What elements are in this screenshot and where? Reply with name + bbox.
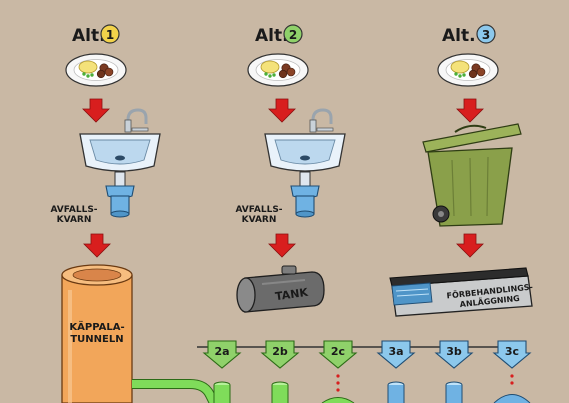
output-2c: 2c xyxy=(318,340,358,369)
grinder-label-2-line1: AVFALLS- xyxy=(235,205,282,215)
tunnel-label-line1: KÄPPALA- xyxy=(69,319,124,333)
sink-icon-1 xyxy=(78,108,162,188)
arrow-down-icon-3a xyxy=(456,98,484,123)
output-3a-label: 3a xyxy=(388,345,403,358)
output-3a: 3a xyxy=(376,340,416,369)
grinder-label-1-line1: AVFALLS- xyxy=(50,205,97,215)
grinder-label-2-line2: KVARN xyxy=(242,215,277,225)
arrow-down-icon-1b xyxy=(83,233,111,258)
pretreatment-plant-icon xyxy=(389,267,533,317)
output-2b-pipe xyxy=(271,381,289,403)
sink-icon-2 xyxy=(263,108,347,188)
tank-icon xyxy=(236,265,325,313)
tank-label: TANK xyxy=(274,286,309,304)
alt-2-header: Alt. 2 xyxy=(255,24,303,46)
arrow-down-icon-1a xyxy=(82,98,110,123)
arrow-down-icon-2a xyxy=(268,98,296,123)
output-3b-pipe xyxy=(445,381,463,403)
output-2c-dotted-link xyxy=(321,374,355,403)
arrow-down-icon-3b xyxy=(456,233,484,258)
output-3b: 3b xyxy=(434,340,474,369)
plate-icon-3 xyxy=(437,53,499,87)
output-2a-label: 2a xyxy=(214,345,229,358)
grinder-label-1: AVFALLS- KVARN xyxy=(50,205,97,225)
kappala-tunnel-icon xyxy=(61,264,133,403)
alt-3-number: 3 xyxy=(482,28,490,42)
alt-3-badge xyxy=(476,24,496,44)
alt-1-header: Alt. 1 xyxy=(72,24,120,46)
output-3c-dotted-link xyxy=(493,374,531,403)
output-3c: 3c xyxy=(492,340,532,369)
plate-icon-1 xyxy=(65,53,127,87)
output-2a-pipe xyxy=(213,381,231,403)
output-2c-label: 2c xyxy=(331,345,345,358)
arrow-down-icon-2b xyxy=(268,233,296,258)
output-3a-pipe xyxy=(387,381,405,403)
waste-bin-icon xyxy=(422,123,522,227)
alt-1-number: 1 xyxy=(106,28,114,42)
tunnel-label-line2: TUNNELN xyxy=(70,334,123,345)
grinder-icon-1 xyxy=(105,185,135,218)
output-3c-label: 3c xyxy=(505,345,519,358)
alt-3-header: Alt. 3 xyxy=(442,24,496,46)
green-pipe-connector xyxy=(132,380,218,403)
alt-1-badge xyxy=(100,24,120,44)
grinder-label-2: AVFALLS- KVARN xyxy=(235,205,282,225)
output-2b: 2b xyxy=(260,340,300,369)
output-2b-label: 2b xyxy=(272,345,288,358)
alt-2-number: 2 xyxy=(289,28,297,42)
output-2a: 2a xyxy=(202,340,242,369)
plate-icon-2 xyxy=(247,53,309,87)
alt-2-badge xyxy=(283,24,303,44)
alt-2-label: Alt. xyxy=(255,26,289,46)
output-3b-label: 3b xyxy=(446,345,462,358)
grinder-icon-2 xyxy=(290,185,320,218)
alt-3-label: Alt. xyxy=(442,26,476,46)
grinder-label-1-line2: KVARN xyxy=(57,215,92,225)
alt-1-label: Alt. xyxy=(72,26,106,46)
